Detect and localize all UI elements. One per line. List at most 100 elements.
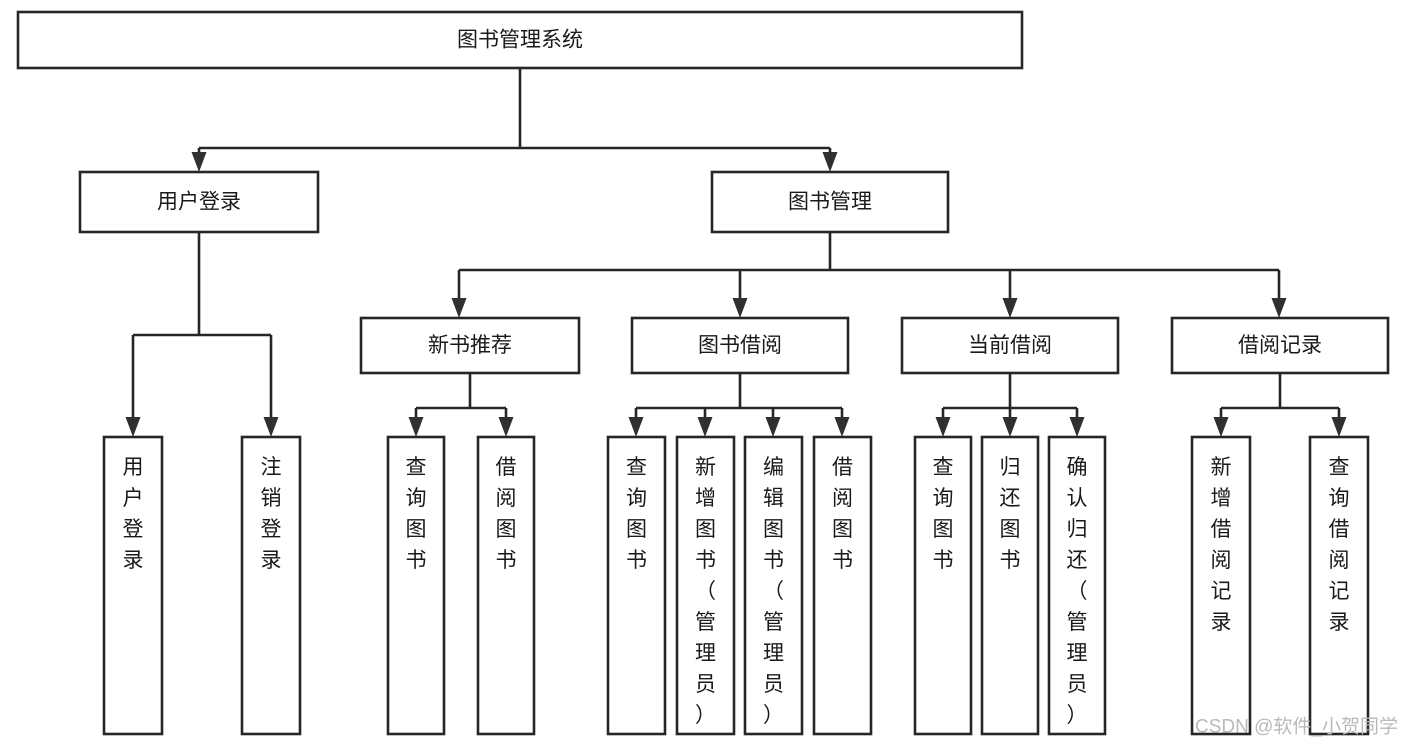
node-label: 用户登录	[123, 456, 144, 572]
node-box[interactable]	[386, 435, 446, 736]
connector-arrow	[697, 408, 713, 437]
arrow-head-icon	[628, 417, 644, 437]
arrow-head-icon	[1331, 417, 1347, 437]
node-leaf-leaf-borrow-book-2[interactable]: 借阅图书	[812, 435, 873, 736]
node-label: 确认归还（管理员）	[1067, 456, 1088, 727]
connector-arrow	[935, 408, 951, 437]
connectors-layer	[125, 68, 1347, 437]
node-box[interactable]	[675, 435, 736, 736]
csdn-watermark: CSDN @软件_小贺同学	[1195, 716, 1398, 738]
connector-arrow	[125, 335, 141, 437]
node-label: 查询图书	[626, 456, 647, 572]
node-label: 借阅图书	[832, 456, 853, 572]
node-label: 图书管理	[788, 191, 872, 214]
node-box[interactable]	[980, 435, 1040, 736]
nodes-layer: 图书管理系统用户登录图书管理新书推荐图书借阅当前借阅借阅记录用户登录注销登录查询…	[16, 10, 1390, 736]
node-box[interactable]	[710, 170, 950, 234]
node-label: 编辑图书（管理员）	[763, 456, 784, 727]
arrow-head-icon	[1002, 298, 1018, 318]
node-leaf-leaf-user-login[interactable]: 用户登录	[102, 435, 164, 736]
arrow-head-icon	[1213, 417, 1229, 437]
arrow-head-icon	[935, 417, 951, 437]
node-leaf-leaf-query-book-1[interactable]: 查询图书	[386, 435, 446, 736]
node-level3-current-borrow[interactable]: 当前借阅	[900, 316, 1120, 375]
node-box[interactable]	[1308, 435, 1370, 736]
node-leaf-leaf-borrow-book-1[interactable]: 借阅图书	[476, 435, 536, 736]
node-box[interactable]	[240, 435, 302, 736]
arrow-head-icon	[191, 152, 207, 172]
node-root[interactable]: 图书管理系统	[16, 10, 1024, 70]
node-label: 注销登录	[261, 456, 282, 572]
connector-arrow	[822, 148, 838, 172]
node-label: 归还图书	[1000, 456, 1021, 572]
node-label: 图书管理系统	[457, 29, 583, 52]
connector-arrow	[765, 408, 781, 437]
node-leaf-leaf-confirm-return[interactable]: 确认归还（管理员）	[1047, 435, 1107, 736]
arrow-head-icon	[732, 298, 748, 318]
node-label: 借阅记录	[1238, 334, 1322, 357]
node-leaf-leaf-add-book[interactable]: 新增图书（管理员）	[675, 435, 736, 736]
arrow-head-icon	[822, 152, 838, 172]
node-box[interactable]	[359, 316, 581, 375]
node-leaf-leaf-query-book-3[interactable]: 查询图书	[913, 435, 973, 736]
arrow-head-icon	[263, 417, 279, 437]
node-box[interactable]	[476, 435, 536, 736]
node-label: 查询图书	[406, 456, 427, 572]
node-label: 查询图书	[933, 456, 954, 572]
connector-arrow	[1002, 270, 1018, 318]
arrow-head-icon	[498, 417, 514, 437]
node-box[interactable]	[606, 435, 667, 736]
arrow-head-icon	[765, 417, 781, 437]
arrow-head-icon	[408, 417, 424, 437]
node-box[interactable]	[1170, 316, 1390, 375]
connector-arrow	[1002, 408, 1018, 437]
node-label: 当前借阅	[968, 334, 1052, 357]
node-box[interactable]	[743, 435, 804, 736]
node-label: 新书推荐	[428, 334, 512, 357]
node-leaf-leaf-logout[interactable]: 注销登录	[240, 435, 302, 736]
arrow-head-icon	[697, 417, 713, 437]
connector-arrow	[732, 270, 748, 318]
node-label: 图书借阅	[698, 334, 782, 357]
node-level3-book-borrow[interactable]: 图书借阅	[630, 316, 850, 375]
arrow-head-icon	[451, 298, 467, 318]
arrow-head-icon	[1002, 417, 1018, 437]
node-box[interactable]	[900, 316, 1120, 375]
node-box[interactable]	[78, 170, 320, 234]
node-leaf-leaf-add-record[interactable]: 新增借阅记录	[1190, 435, 1252, 736]
node-box[interactable]	[16, 10, 1024, 70]
connector-arrow	[1213, 408, 1229, 437]
node-box[interactable]	[913, 435, 973, 736]
node-level2-user-login[interactable]: 用户登录	[78, 170, 320, 234]
node-label: 新增图书（管理员）	[695, 456, 716, 727]
connector-arrow	[498, 408, 514, 437]
node-leaf-leaf-return-book[interactable]: 归还图书	[980, 435, 1040, 736]
node-level2-book-manage[interactable]: 图书管理	[710, 170, 950, 234]
node-box[interactable]	[102, 435, 164, 736]
connector-arrow	[834, 408, 850, 437]
connector-arrow	[451, 270, 467, 318]
connector-arrow	[1271, 270, 1287, 318]
connector-arrow	[408, 408, 424, 437]
arrow-head-icon	[125, 417, 141, 437]
node-box[interactable]	[1190, 435, 1252, 736]
node-label: 查询借阅记录	[1329, 456, 1350, 634]
node-box[interactable]	[1047, 435, 1107, 736]
arrow-head-icon	[834, 417, 850, 437]
node-box[interactable]	[630, 316, 850, 375]
connector-arrow	[628, 408, 644, 437]
connector-arrow	[1331, 408, 1347, 437]
node-label: 借阅图书	[496, 456, 517, 572]
connector-arrow	[1069, 408, 1085, 437]
node-leaf-leaf-query-book-2[interactable]: 查询图书	[606, 435, 667, 736]
node-label: 新增借阅记录	[1211, 456, 1232, 634]
node-level3-new-book-recommend[interactable]: 新书推荐	[359, 316, 581, 375]
connector-arrow	[263, 335, 279, 437]
node-leaf-leaf-query-record[interactable]: 查询借阅记录	[1308, 435, 1370, 736]
node-level3-borrow-record[interactable]: 借阅记录	[1170, 316, 1390, 375]
node-box[interactable]	[812, 435, 873, 736]
node-label: 用户登录	[157, 191, 241, 214]
node-leaf-leaf-edit-book[interactable]: 编辑图书（管理员）	[743, 435, 804, 736]
